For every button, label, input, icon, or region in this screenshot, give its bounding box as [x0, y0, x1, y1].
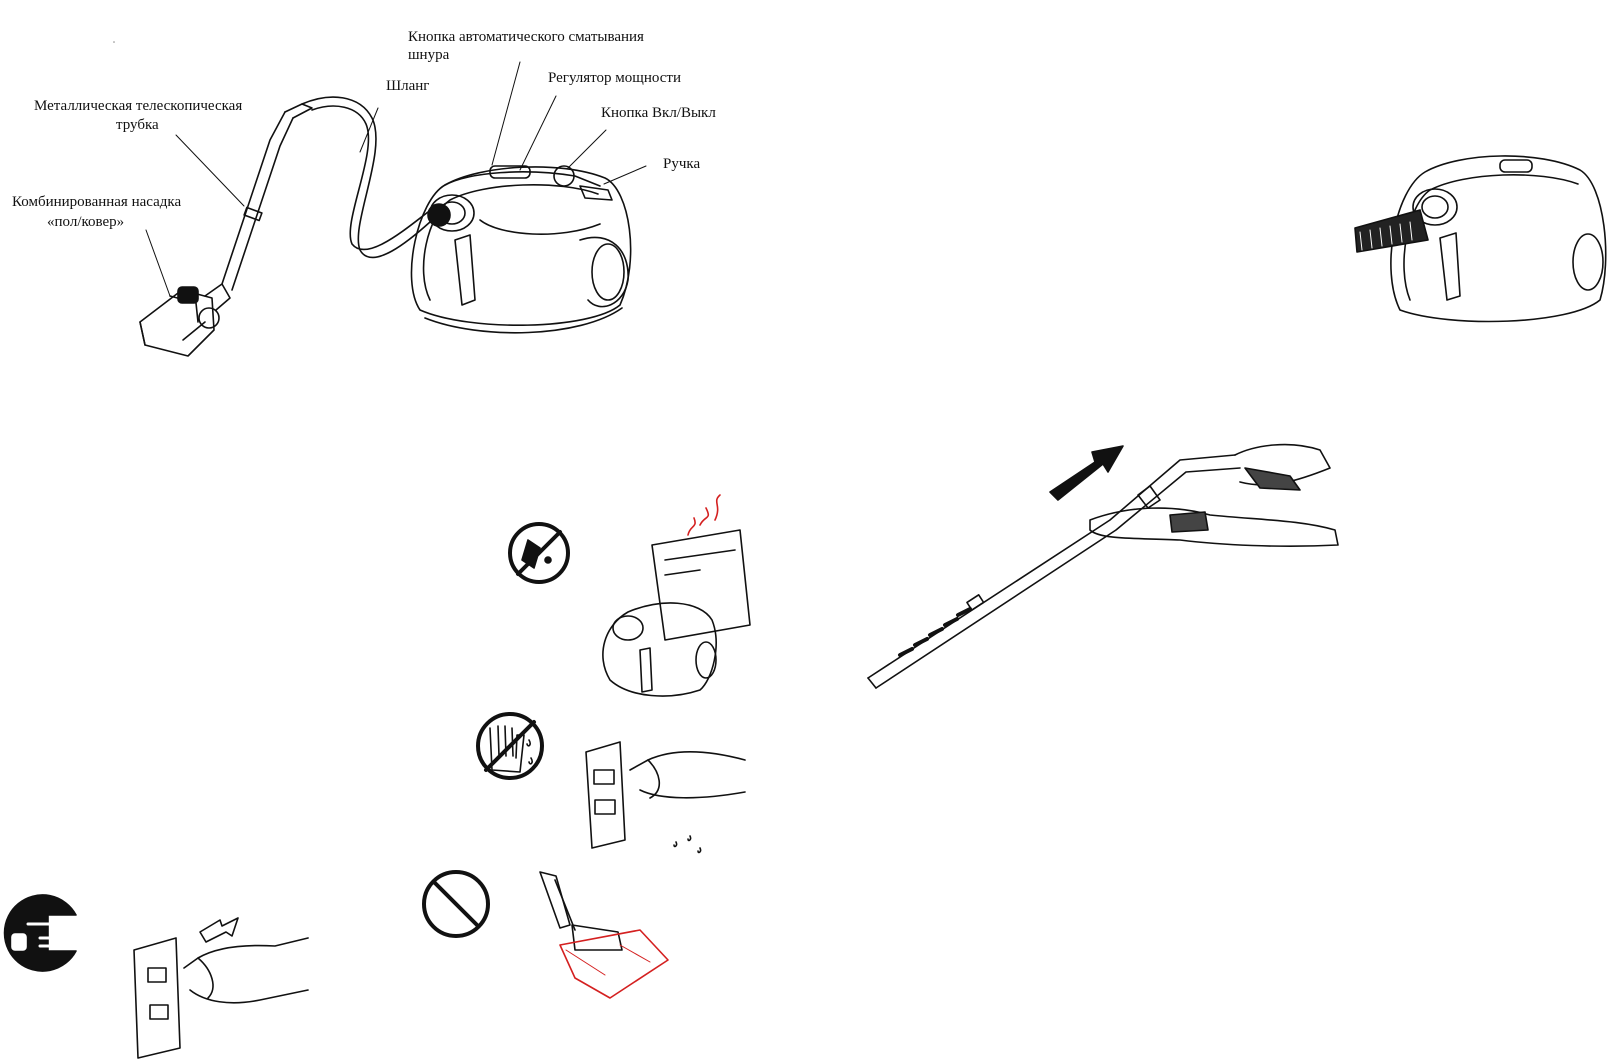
tube-extension-drawing [868, 445, 1338, 688]
cord-rewind-button-label: Кнопка автоматического сматывания [408, 28, 644, 46]
floor-nozzle-drawing [140, 284, 230, 356]
no-wet-hands-icon [478, 714, 542, 778]
floor-nozzle-label-line2: «пол/ковер» [47, 213, 124, 231]
no-liquid-icon [510, 524, 568, 582]
nozzle-on-bag-drawing [540, 872, 668, 998]
floor-nozzle-label: Комбинированная насадка [12, 193, 181, 211]
metal-tube-label: Металлическая телескопическая [34, 97, 242, 115]
vacuum-partial-drawing [1355, 156, 1606, 322]
vacuum-near-water-drawing [603, 495, 750, 696]
wet-hand-outlet-drawing [586, 742, 745, 852]
on-off-button-label: Кнопка Вкл/Выкл [601, 104, 716, 122]
hose-label: Шланг [386, 77, 429, 95]
vacuum-body-drawing [411, 166, 630, 333]
handle-label: Ручка [663, 155, 700, 173]
hose-drawing [302, 97, 430, 257]
power-regulator-label: Регулятор мощности [548, 69, 681, 87]
unplug-icon [5, 895, 76, 971]
cord-rewind-button-label-line2: шнура [408, 46, 449, 64]
hand-unplug-drawing [134, 918, 308, 1058]
no-sign-icon [424, 872, 488, 936]
metal-tube-label-line2: трубка [116, 116, 159, 134]
